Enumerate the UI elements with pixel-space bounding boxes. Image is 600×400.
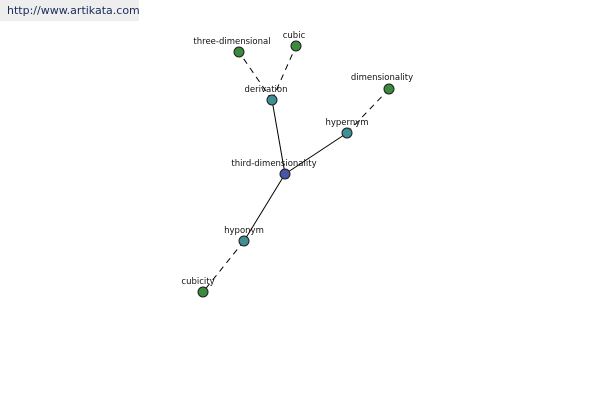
graph-nodes	[197, 40, 395, 298]
node-dimensionality[interactable]	[383, 83, 395, 95]
node-label-cubicity[interactable]: cubicity	[181, 277, 214, 287]
node-third-dimensionality[interactable]	[279, 168, 291, 180]
node-derivation[interactable]	[266, 94, 278, 106]
graph-labels: third-dimensionality derivation hypernym hy…	[181, 31, 413, 287]
node-label-third-dimensionality[interactable]: third-dimensionality	[231, 159, 316, 169]
node-hypernym[interactable]	[341, 127, 353, 139]
node-cubic[interactable]	[290, 40, 302, 52]
edge-third-dimensionality-to-derivation	[271, 99, 286, 175]
node-three-dimensional[interactable]	[233, 46, 245, 58]
node-label-cubic[interactable]: cubic	[283, 31, 306, 41]
node-hyponym[interactable]	[238, 235, 250, 247]
graph-edges	[202, 45, 390, 293]
edge-third-dimensionality-to-hyponym	[243, 173, 286, 242]
node-label-dimensionality[interactable]: dimensionality	[351, 73, 413, 83]
node-label-hypernym[interactable]: hypernym	[325, 118, 368, 128]
node-label-derivation[interactable]: derivation	[244, 85, 287, 95]
edge-third-dimensionality-to-hypernym	[284, 132, 348, 175]
edge-derivation-to-three-dimensional	[238, 51, 273, 101]
edge-derivation-to-cubic	[271, 45, 297, 101]
node-cubicity[interactable]	[197, 286, 209, 298]
node-label-hyponym[interactable]: hyponym	[224, 226, 264, 236]
site-url-link[interactable]: http://www.artikata.com	[0, 0, 140, 21]
node-label-three-dimensional[interactable]: three-dimensional	[193, 37, 270, 47]
